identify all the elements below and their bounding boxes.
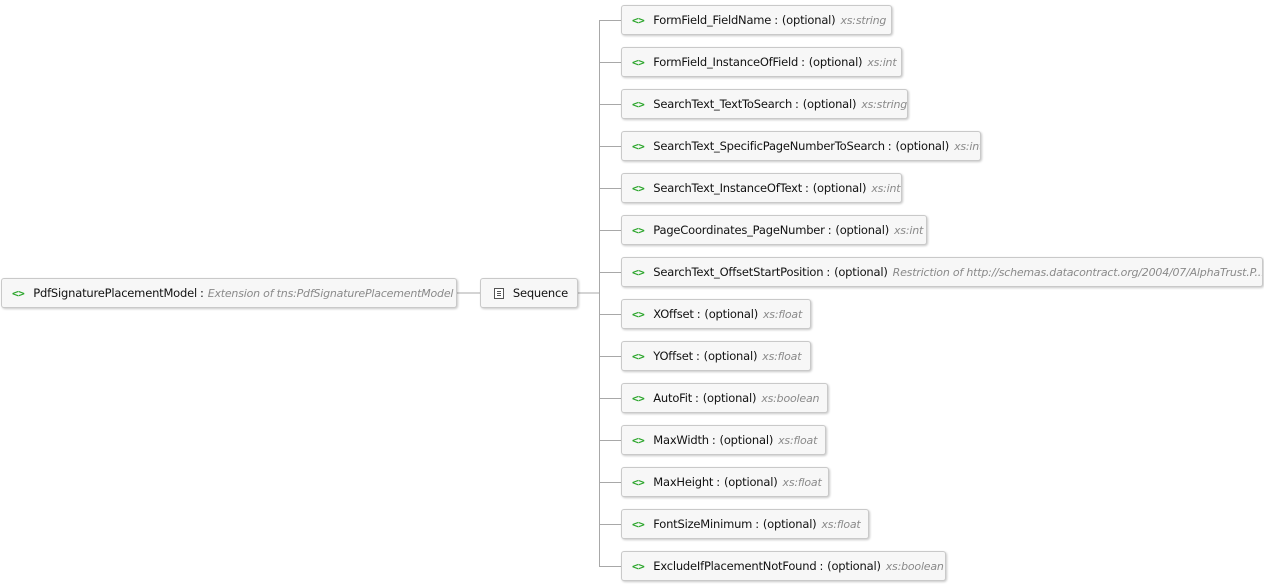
separator-colon: :: [755, 517, 759, 531]
element-icon: <>: [632, 349, 645, 363]
child-element-node[interactable]: <> FormField_FieldName:(optional) xs:strin…: [621, 5, 892, 35]
child-element-optional: (optional): [812, 181, 867, 195]
root-element-node[interactable]: <> PdfSignaturePlacementModel : Extensio…: [1, 278, 457, 308]
child-element-type: xs:boolean: [885, 559, 944, 573]
branch-connectors: [599, 20, 621, 567]
child-element-optional: (optional): [703, 349, 758, 363]
child-element-name: FormField_FieldName: [653, 13, 772, 27]
root-element-extension: Extension of tns:PdfSignaturePlacementMo…: [207, 286, 454, 300]
child-element-optional: (optional): [835, 223, 889, 237]
separator-colon: :: [711, 433, 716, 447]
child-element-name: MaxWidth: [653, 433, 709, 447]
child-element-type: xs:float: [782, 475, 822, 489]
child-element-node[interactable]: <> FontSizeMinimum:(optional) xs:float: [621, 509, 869, 539]
child-element-type: xs:int: [867, 55, 897, 69]
child-element-name: FormField_InstanceOfField: [653, 55, 799, 69]
child-element-type: xs:int: [894, 223, 924, 237]
element-icon: <>: [632, 13, 645, 27]
element-icon: <>: [632, 223, 645, 237]
sequence-label: Sequence: [512, 286, 568, 300]
root-element-name: PdfSignaturePlacementModel: [33, 286, 197, 300]
child-element-node[interactable]: <> PageCoordinates_PageNumber:(optional) x…: [621, 215, 927, 245]
child-element-node[interactable]: <> MaxHeight:(optional) xs:float: [621, 467, 829, 497]
child-element-type: xs:string: [861, 97, 908, 111]
separator-colon: :: [695, 391, 699, 405]
child-element-optional: (optional): [834, 265, 888, 279]
child-element-optional: (optional): [827, 559, 881, 573]
child-element-type: xs:string: [840, 13, 887, 27]
child-element-name: AutoFit: [653, 391, 693, 405]
child-element-optional: (optional): [723, 475, 778, 489]
child-element-node[interactable]: <> MaxWidth:(optional) xs:float: [621, 425, 826, 455]
child-element-type: xs:float: [763, 307, 803, 321]
element-icon: <>: [632, 55, 645, 69]
child-element-optional: (optional): [808, 55, 863, 69]
separator-colon: :: [774, 13, 778, 27]
child-element-name: ExcludeIfPlacementNotFound: [653, 559, 817, 573]
child-element-type: xs:float: [821, 517, 861, 531]
element-icon: <>: [632, 139, 645, 153]
child-element-type: xs:float: [778, 433, 818, 447]
child-element-name: MaxHeight: [653, 475, 714, 489]
child-element-name: SearchText_OffsetStartPosition: [653, 265, 824, 279]
child-element-name: YOffset: [653, 349, 693, 363]
separator-colon: :: [801, 55, 805, 69]
separator-colon: :: [827, 223, 832, 237]
element-icon: <>: [632, 97, 645, 111]
child-element-optional: (optional): [704, 307, 758, 321]
element-icon: <>: [632, 517, 645, 531]
child-element-node[interactable]: <> SearchText_OffsetStartPosition:(option…: [621, 257, 1263, 287]
element-icon: <>: [632, 265, 645, 279]
separator-colon: :: [819, 559, 824, 573]
child-element-name: PageCoordinates_PageNumber: [653, 223, 825, 237]
separator-colon: :: [696, 307, 701, 321]
separator-colon: :: [716, 475, 720, 489]
child-element-type: xs:int: [954, 139, 981, 153]
element-icon: <>: [632, 475, 645, 489]
separator-colon: :: [805, 181, 809, 195]
element-icon: <>: [632, 433, 645, 447]
child-element-optional: (optional): [702, 391, 757, 405]
separator-colon: :: [887, 139, 892, 153]
element-icon: <>: [12, 286, 25, 300]
child-element-optional: (optional): [802, 97, 857, 111]
child-element-node[interactable]: <> SearchText_InstanceOfText:(optional) xs…: [621, 173, 902, 203]
child-element-name: XOffset: [653, 307, 694, 321]
separator-colon: :: [795, 97, 799, 111]
element-icon: <>: [632, 559, 645, 573]
child-element-node[interactable]: <> FormField_InstanceOfField:(optional) xs…: [621, 47, 902, 77]
child-element-node[interactable]: <> SearchText_SpecificPageNumberToSearch:…: [621, 131, 981, 161]
element-icon: <>: [632, 181, 645, 195]
separator-colon: :: [826, 265, 831, 279]
child-element-name: FontSizeMinimum: [653, 517, 753, 531]
sequence-node[interactable]: Sequence: [480, 278, 578, 308]
child-element-node[interactable]: <> SearchText_TextToSearch:(optional) xs:s…: [621, 89, 908, 119]
child-element-node[interactable]: <> ExcludeIfPlacementNotFound:(optional) x…: [621, 551, 946, 581]
child-element-optional: (optional): [719, 433, 774, 447]
child-element-node[interactable]: <> YOffset:(optional) xs:float: [621, 341, 811, 371]
separator-colon: :: [695, 349, 700, 363]
child-element-node[interactable]: <> XOffset:(optional) xs:float: [621, 299, 811, 329]
child-element-type: Restriction of http://schemas.datacontra…: [892, 265, 1263, 279]
element-icon: <>: [632, 307, 645, 321]
child-element-type: xs:boolean: [761, 391, 820, 405]
element-icon: <>: [632, 391, 645, 405]
separator-colon: :: [200, 286, 204, 300]
sequence-icon: [494, 287, 504, 299]
child-element-optional: (optional): [762, 517, 817, 531]
child-element-optional: (optional): [895, 139, 950, 153]
child-element-type: xs:int: [871, 181, 901, 195]
child-element-optional: (optional): [781, 13, 836, 27]
child-element-type: xs:float: [762, 349, 802, 363]
child-element-name: SearchText_SpecificPageNumberToSearch: [653, 139, 885, 153]
child-element-name: SearchText_TextToSearch: [653, 97, 793, 111]
child-element-name: SearchText_InstanceOfText: [653, 181, 803, 195]
child-element-node[interactable]: <> AutoFit:(optional) xs:boolean: [621, 383, 828, 413]
